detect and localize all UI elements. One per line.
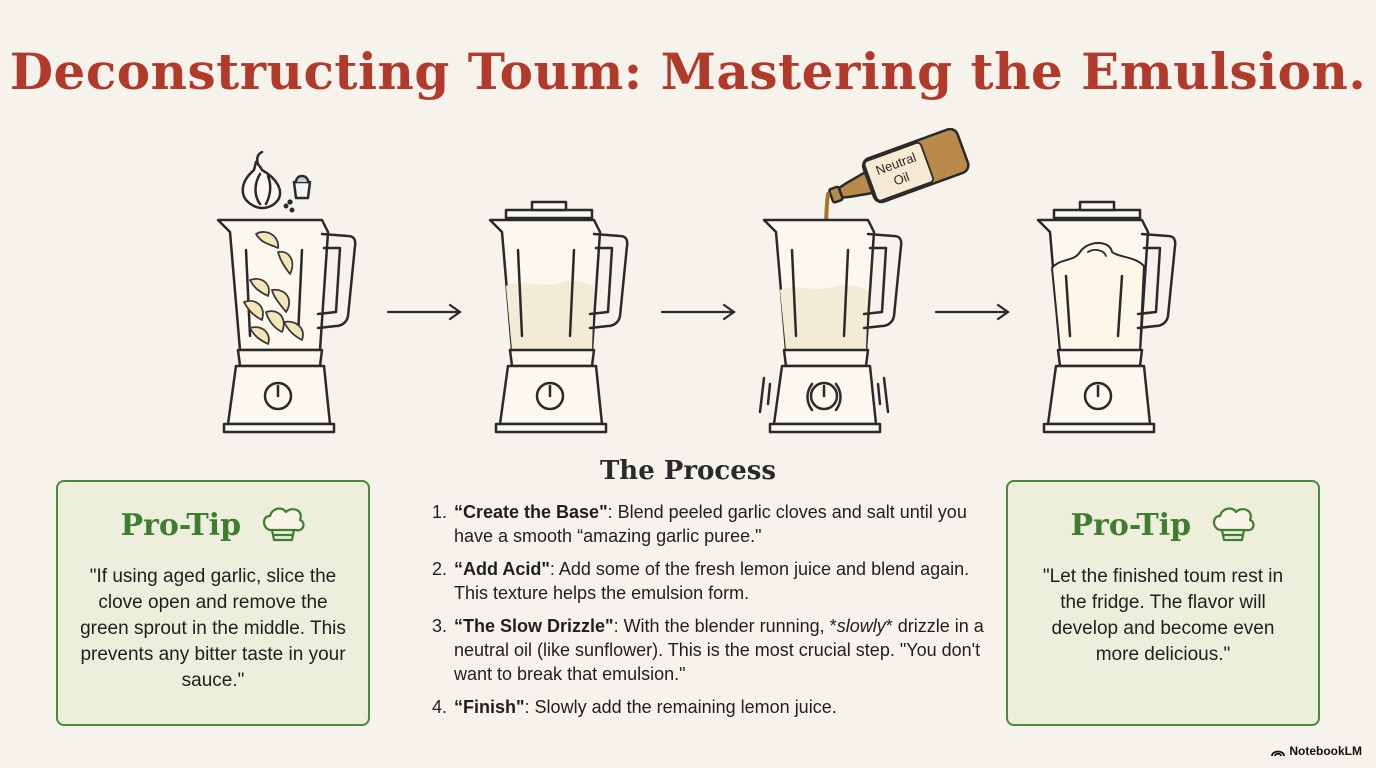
oil-bottle-icon: Neutral Oil <box>828 128 970 204</box>
blender-drizzle-icon: Neutral Oil <box>758 128 970 434</box>
chef-hat-icon <box>1212 507 1255 542</box>
pro-tip-text: "If using aged garlic, slice the clove o… <box>80 566 346 691</box>
blender-finished-icon <box>1036 200 1177 434</box>
blender-garlic-icon <box>216 150 357 434</box>
pro-tip-heading: Pro-Tip <box>120 508 242 543</box>
process-step: 2. “Add Acid": Add some of the fresh lem… <box>432 559 970 603</box>
arrow-right-icon <box>934 303 1010 321</box>
process-step: 3. “The Slow Drizzle": With the blender … <box>432 616 984 684</box>
process-step: 4. “Finish": Slowly add the remaining le… <box>432 697 837 717</box>
blender-puree-icon <box>488 200 629 434</box>
chef-hat-icon <box>262 507 305 542</box>
arrow-right-icon <box>386 303 462 321</box>
salt-shaker-icon <box>283 174 312 213</box>
oil-label-line2: Oil <box>891 169 911 189</box>
notebooklm-logo-icon <box>1271 750 1286 757</box>
pro-tip-heading: Pro-Tip <box>1070 508 1192 543</box>
process-step: 1. “Create the Base": Blend peeled garli… <box>432 502 967 546</box>
page-title: Deconstructing Toum: Mastering the Emuls… <box>9 42 1367 101</box>
arrow-right-icon <box>660 303 736 321</box>
pro-tip-left: Pro-Tip "If using aged garlic, slice the… <box>56 480 370 726</box>
process-steps: 1. “Create the Base": Blend peeled garli… <box>432 500 992 728</box>
pro-tip-text: "Let the finished toum rest in the fridg… <box>1042 566 1284 665</box>
brand-watermark: NotebookLM <box>1271 744 1362 758</box>
pro-tip-right: Pro-Tip "Let the finished toum rest in t… <box>1006 480 1320 726</box>
process-heading: The Process <box>599 456 777 486</box>
garlic-icon <box>241 150 282 210</box>
